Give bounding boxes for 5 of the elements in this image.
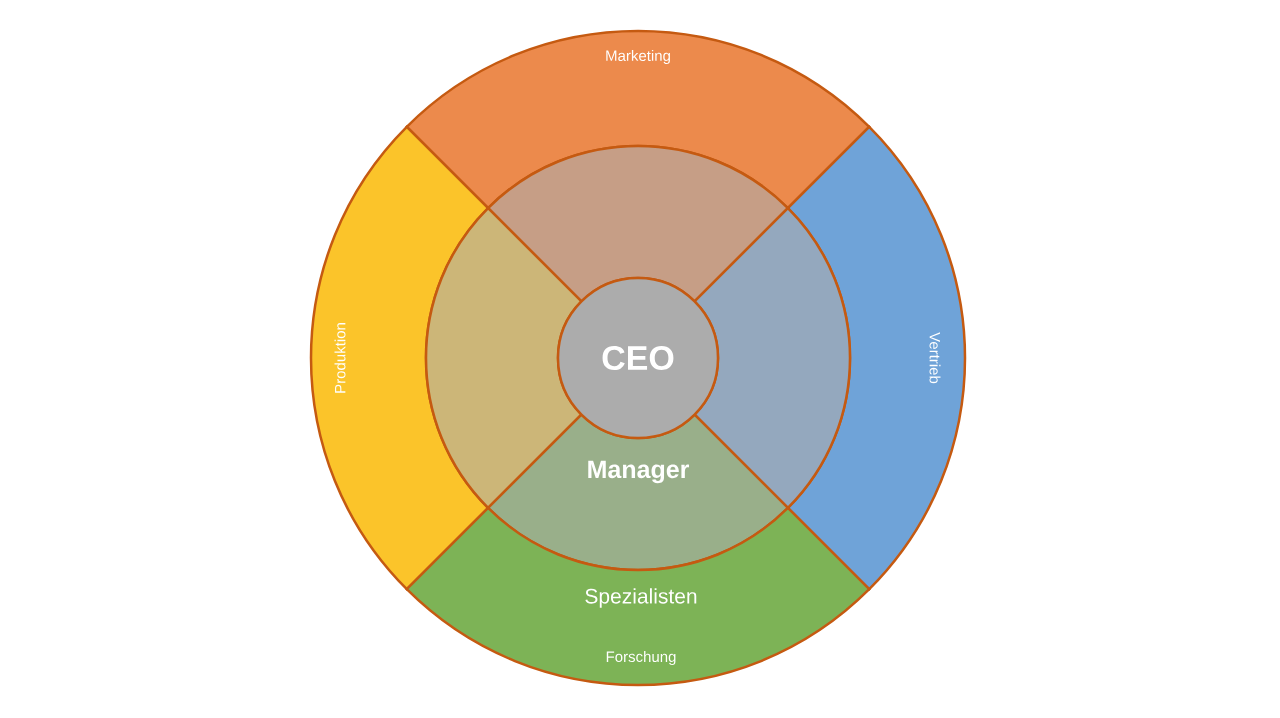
ring-segment: Spezialisten Forschung bbox=[405, 506, 871, 687]
node-label: Manager bbox=[588, 460, 690, 484]
ring-segment: Produktion bbox=[309, 125, 490, 591]
ring-segment: Marketing bbox=[405, 29, 871, 210]
ring-segment: Vertrieb bbox=[786, 125, 967, 591]
